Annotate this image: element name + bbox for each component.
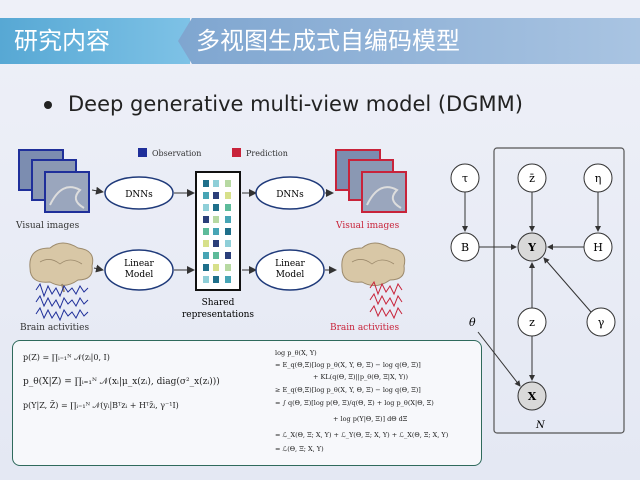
formula-elbo-1: = E_q(Θ,Ξ)[log p_θ(X, Y, Θ, Ξ) − log q(Θ… xyxy=(275,361,421,369)
dnns-right-label: DNNs xyxy=(276,190,304,200)
formula-elbo-4: = ∫ q(Θ, Ξ)[log p(Θ, Ξ)/q(Θ, Ξ) + log p_… xyxy=(275,399,434,407)
node-gamma xyxy=(586,307,616,337)
brain-signal-output-icon xyxy=(369,280,403,320)
formula-elbo-3: ≥ E_q(Θ,Ξ)[log p_θ(X, Y, Θ, Ξ) − log q(Θ… xyxy=(275,386,421,394)
node-zbar-label: z̄ xyxy=(529,172,535,185)
bullet-point: Deep generative multi-view model (DGMM) xyxy=(44,92,523,116)
dnns-left-label: DNNs xyxy=(125,190,153,200)
edge-theta-X xyxy=(477,331,521,387)
section-tab: 研究内容 xyxy=(0,18,190,64)
formula-elbo-0: log p_θ(X, Y) xyxy=(275,349,317,357)
formula-elbo-2: + KL(q(Θ, Ξ)||p_θ(Θ, Ξ|X, Y)) xyxy=(313,373,409,381)
brain-output-icon xyxy=(341,242,406,286)
shared-label-1: Shared xyxy=(202,298,235,308)
node-B-label: B xyxy=(461,241,469,254)
edge-gamma-Y xyxy=(543,257,592,313)
theta-label: θ xyxy=(469,316,476,329)
node-Y xyxy=(517,232,547,262)
node-z-label: z xyxy=(529,316,535,329)
node-H-label: H xyxy=(593,241,603,254)
linear-right-label-1: Linear xyxy=(275,259,305,269)
formula-elbo-6: = ℒ_X(Θ, Ξ; X, Y) + ℒ_Y(Θ, Ξ; X, Y) + ℒ_… xyxy=(275,431,449,439)
node-eta-label: η xyxy=(595,172,602,185)
plate-label-N: N xyxy=(535,420,546,431)
prediction-legend-swatch xyxy=(232,148,241,157)
node-tau-label: τ xyxy=(462,172,468,185)
linear-left-label-1: Linear xyxy=(124,259,154,269)
visual-images-output-icon xyxy=(335,149,407,213)
shared-label-2: representations xyxy=(182,310,254,320)
node-X-label: X xyxy=(528,390,537,403)
arrow-brain-to-linear xyxy=(93,264,104,273)
bullet-text: Deep generative multi-view model (DGMM) xyxy=(68,92,523,116)
legend-observation: Observation xyxy=(152,149,201,158)
formula-likelihood-x: p_θ(X|Z) = ∏ᵢ₌₁ᴺ 𝒩(xᵢ|μ_x(zᵢ), diag(σ²_x… xyxy=(23,377,220,387)
formula-prior: p(Z) = ∏ᵢ₌₁ᴺ 𝒩(zᵢ|0, I) xyxy=(23,353,110,362)
node-Y-label: Y xyxy=(527,241,536,254)
dnns-left-node xyxy=(104,176,174,210)
visual-images-output-label: Visual images xyxy=(335,221,400,231)
brain-activities-output-label: Brain activities xyxy=(330,323,400,333)
linear-model-right-node xyxy=(255,249,325,291)
slide-title: 多视图生成式自编码模型 xyxy=(178,18,640,64)
dnns-right-node xyxy=(255,176,325,210)
linear-model-left-node xyxy=(104,249,174,291)
formula-elbo-7: = ℒ(Θ, Ξ; X, Y) xyxy=(275,445,324,453)
linear-left-label-2: Model xyxy=(125,270,154,280)
brain-input-icon xyxy=(29,242,94,293)
observation-legend-swatch xyxy=(138,148,147,157)
bullet-dot-icon xyxy=(44,101,52,109)
visual-images-input-icon xyxy=(18,149,90,213)
formula-elbo-5: + log p(Y|Θ, Ξ)] dΘ dΞ xyxy=(333,415,408,423)
brain-activities-label: Brain activities xyxy=(20,323,90,333)
formula-likelihood-y: p(Y|Z, Z̄) = ∏ᵢ₌₁ᴺ 𝒩(yᵢ|Bᵀzᵢ + Hᵀz̄ᵢ, γ⁻… xyxy=(23,401,179,410)
visual-images-label: Visual images xyxy=(15,221,80,231)
node-gamma-label: γ xyxy=(598,316,605,329)
arrow-images-to-dnn xyxy=(91,186,104,195)
slide-header: 研究内容 多视图生成式自编码模型 xyxy=(0,0,640,84)
plate-box xyxy=(493,147,625,434)
brain-signal-input-icon xyxy=(35,282,89,322)
linear-right-label-2: Model xyxy=(276,270,305,280)
node-X xyxy=(517,381,547,411)
legend-prediction: Prediction xyxy=(246,149,288,158)
shared-representation-cells xyxy=(203,180,231,283)
formula-box: p(Z) = ∏ᵢ₌₁ᴺ 𝒩(zᵢ|0, I) p_θ(X|Z) = ∏ᵢ₌₁ᴺ… xyxy=(12,340,482,466)
